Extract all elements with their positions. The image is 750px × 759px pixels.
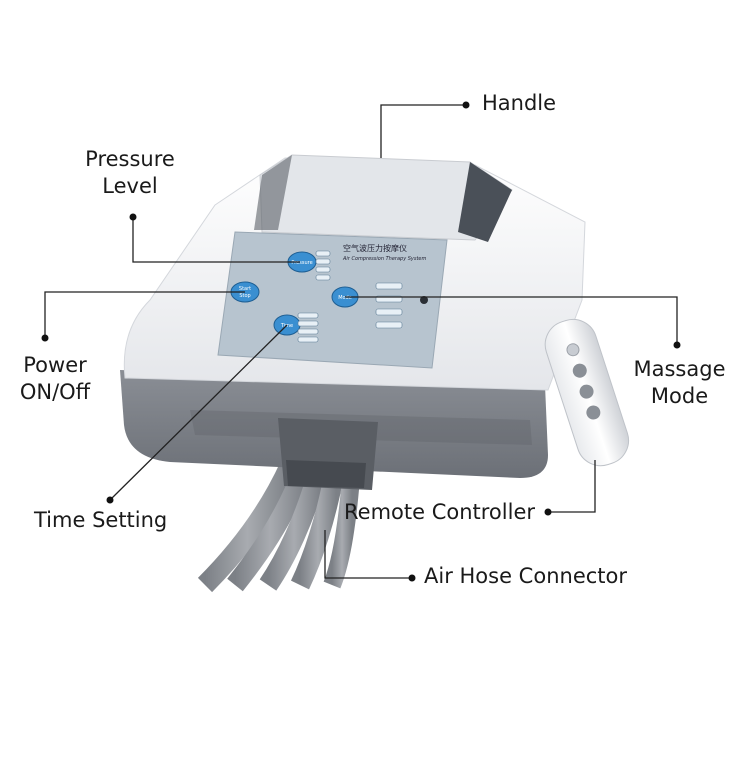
label-air-hose-connector: Air Hose Connector bbox=[424, 564, 627, 588]
panel-title-cn: 空气波压力按摩仪 bbox=[343, 243, 407, 253]
svg-text:Start: Start bbox=[239, 286, 251, 292]
time-leds bbox=[297, 312, 319, 343]
remote-controller bbox=[544, 318, 630, 467]
pressure-leds bbox=[315, 250, 331, 281]
label-pressure-level: Pressure Level bbox=[85, 147, 175, 198]
label-remote-controller: Remote Controller bbox=[344, 500, 535, 524]
label-time-setting: Time Setting bbox=[34, 508, 168, 532]
svg-text:Stop: Stop bbox=[239, 293, 250, 299]
svg-text:Mode: Mode bbox=[338, 295, 352, 301]
leader-lines bbox=[44, 104, 678, 579]
leader-dots bbox=[41, 101, 681, 582]
label-handle: Handle bbox=[482, 91, 557, 115]
label-power: Power ON/Off bbox=[19, 353, 91, 404]
label-massage-mode: Massage Mode bbox=[633, 357, 726, 408]
svg-text:Pressure: Pressure bbox=[291, 260, 312, 266]
status-light bbox=[420, 296, 428, 304]
panel-title-en: Air Compression Therapy System bbox=[342, 256, 427, 262]
